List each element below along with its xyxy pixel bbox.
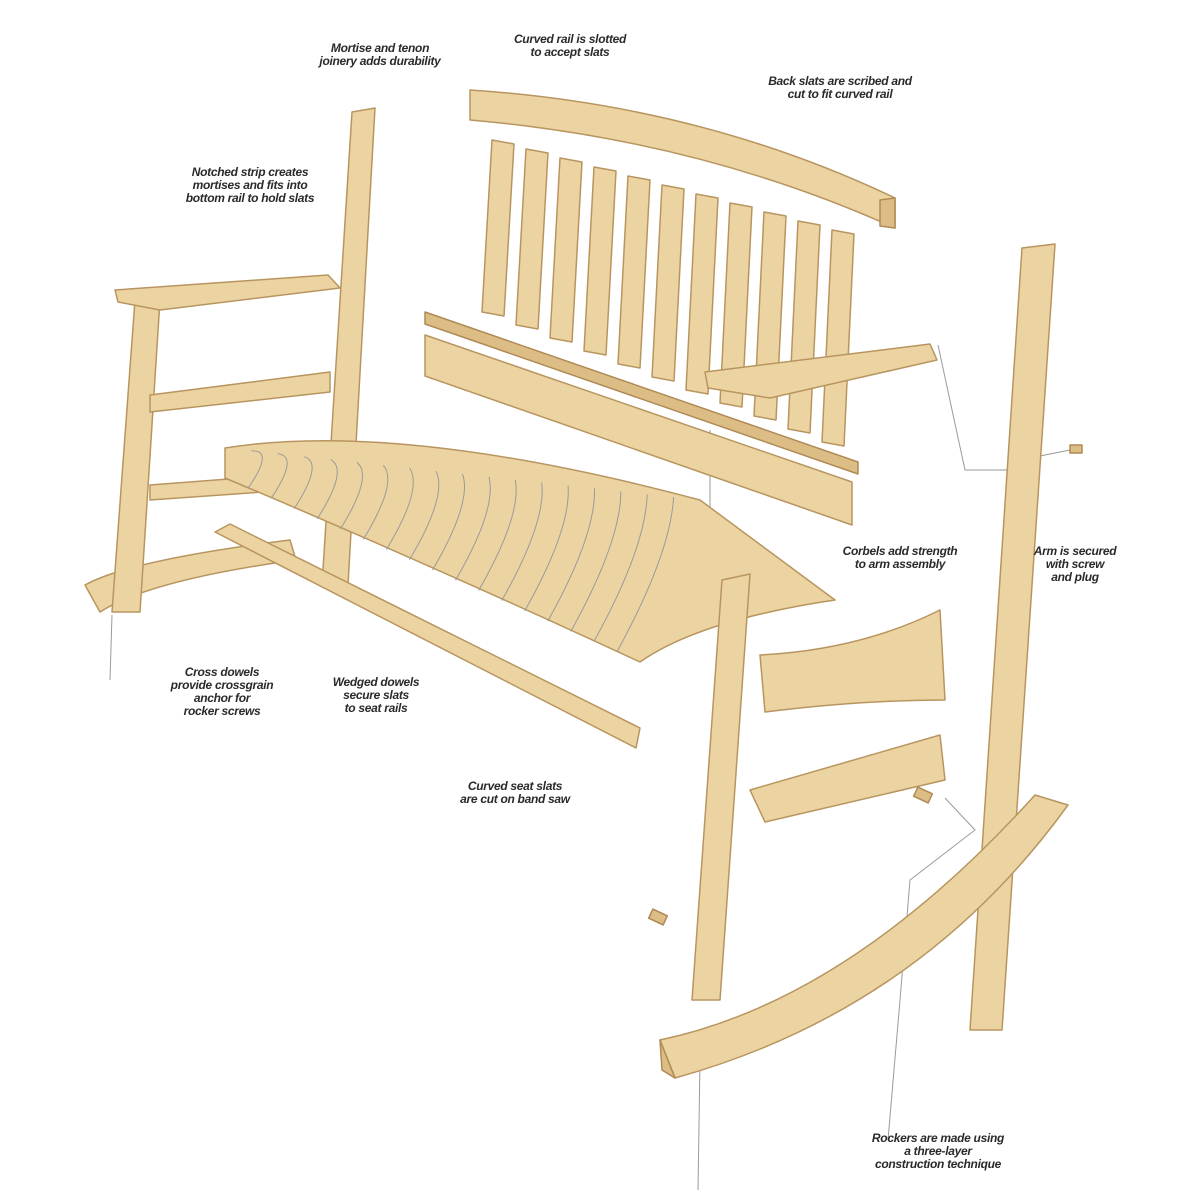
plug <box>647 908 669 926</box>
label-arm-secured: Arm is secured with screw and plug <box>1033 544 1117 584</box>
back-slat <box>617 175 651 369</box>
lower-right-stretcher <box>749 734 946 823</box>
corbel <box>759 609 946 713</box>
front-seat-rail <box>214 523 641 749</box>
seat-slat <box>593 494 648 642</box>
back-slat <box>515 148 549 330</box>
label-corbels: Corbels add strength to arm assembly <box>842 544 958 571</box>
back-slat <box>549 157 583 343</box>
back-slat <box>651 184 685 382</box>
back-slat <box>685 193 719 395</box>
seat-slat <box>316 459 338 520</box>
label-mortise-tenon: Mortise and tenon joinery adds durabilit… <box>319 41 441 68</box>
seat-slat <box>478 479 517 591</box>
seat-slat <box>293 456 313 509</box>
seat-slat <box>524 485 569 612</box>
label-cross-dowels: Cross dowels provide crossgrain anchor f… <box>170 665 274 718</box>
seat-slat <box>385 467 414 550</box>
back-slat <box>481 139 515 317</box>
back-slat <box>719 202 753 408</box>
top-rail-tenon <box>879 197 896 229</box>
seat-slat <box>616 497 675 653</box>
seat-slat <box>501 482 543 601</box>
right-front-post <box>691 573 751 1001</box>
back-slat <box>583 166 617 356</box>
right-arm <box>704 343 938 399</box>
notched-strip <box>424 311 859 475</box>
seat-slat <box>432 473 465 571</box>
label-back-slats: Back slats are scribed and cut to fit cu… <box>768 74 912 101</box>
seat-slat <box>570 491 622 632</box>
seat-slat <box>547 488 595 622</box>
left-arm-support <box>149 371 331 413</box>
seat-slat <box>362 465 389 540</box>
seat-slat <box>247 450 263 489</box>
label-notched-strip: Notched strip creates mortises and fits … <box>185 165 315 205</box>
back-slat <box>821 229 855 447</box>
plug <box>1069 444 1083 454</box>
right-rocker-edge <box>659 1039 676 1079</box>
seat-slat-lines <box>247 450 675 653</box>
plug <box>912 786 934 804</box>
label-rockers: Rockers are made using a three-layer con… <box>871 1131 1005 1171</box>
label-curved-rail: Curved rail is slotted to accept slats <box>513 32 627 59</box>
left-arm <box>114 274 341 311</box>
label-seat-slats: Curved seat slats are cut on band saw <box>460 779 570 806</box>
seat-slat <box>339 462 363 530</box>
right-rear-post <box>969 243 1056 1031</box>
seat-slat <box>270 453 288 499</box>
bottom-back-rail <box>424 334 853 526</box>
back-slat <box>787 220 821 434</box>
seat-slat <box>455 476 491 581</box>
seat-slat <box>409 470 440 561</box>
label-wedged-dowels: Wedged dowels secure slats to seat rails <box>332 675 420 715</box>
right-rocker <box>659 794 1069 1079</box>
